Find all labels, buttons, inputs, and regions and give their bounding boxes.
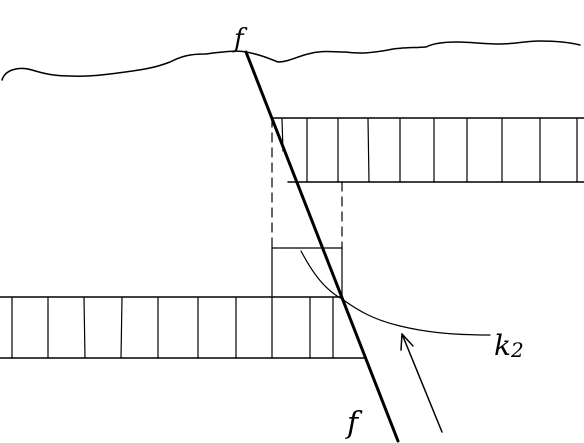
movement-arrow	[400, 333, 443, 433]
upper-striped-layer	[271, 117, 584, 183]
fault-label-bottom: f	[345, 406, 363, 441]
fault-label-top: f	[232, 24, 248, 54]
fault-line	[244, 50, 400, 443]
ground-surface-line	[1, 40, 581, 81]
k2-label-main: k	[494, 329, 511, 362]
displacement-construction-lines	[271, 117, 343, 298]
k2-marker-curve	[300, 250, 491, 336]
k2-label: k2	[494, 329, 524, 362]
k2-label-sub: 2	[510, 338, 524, 362]
lower-striped-layer	[0, 296, 365, 359]
